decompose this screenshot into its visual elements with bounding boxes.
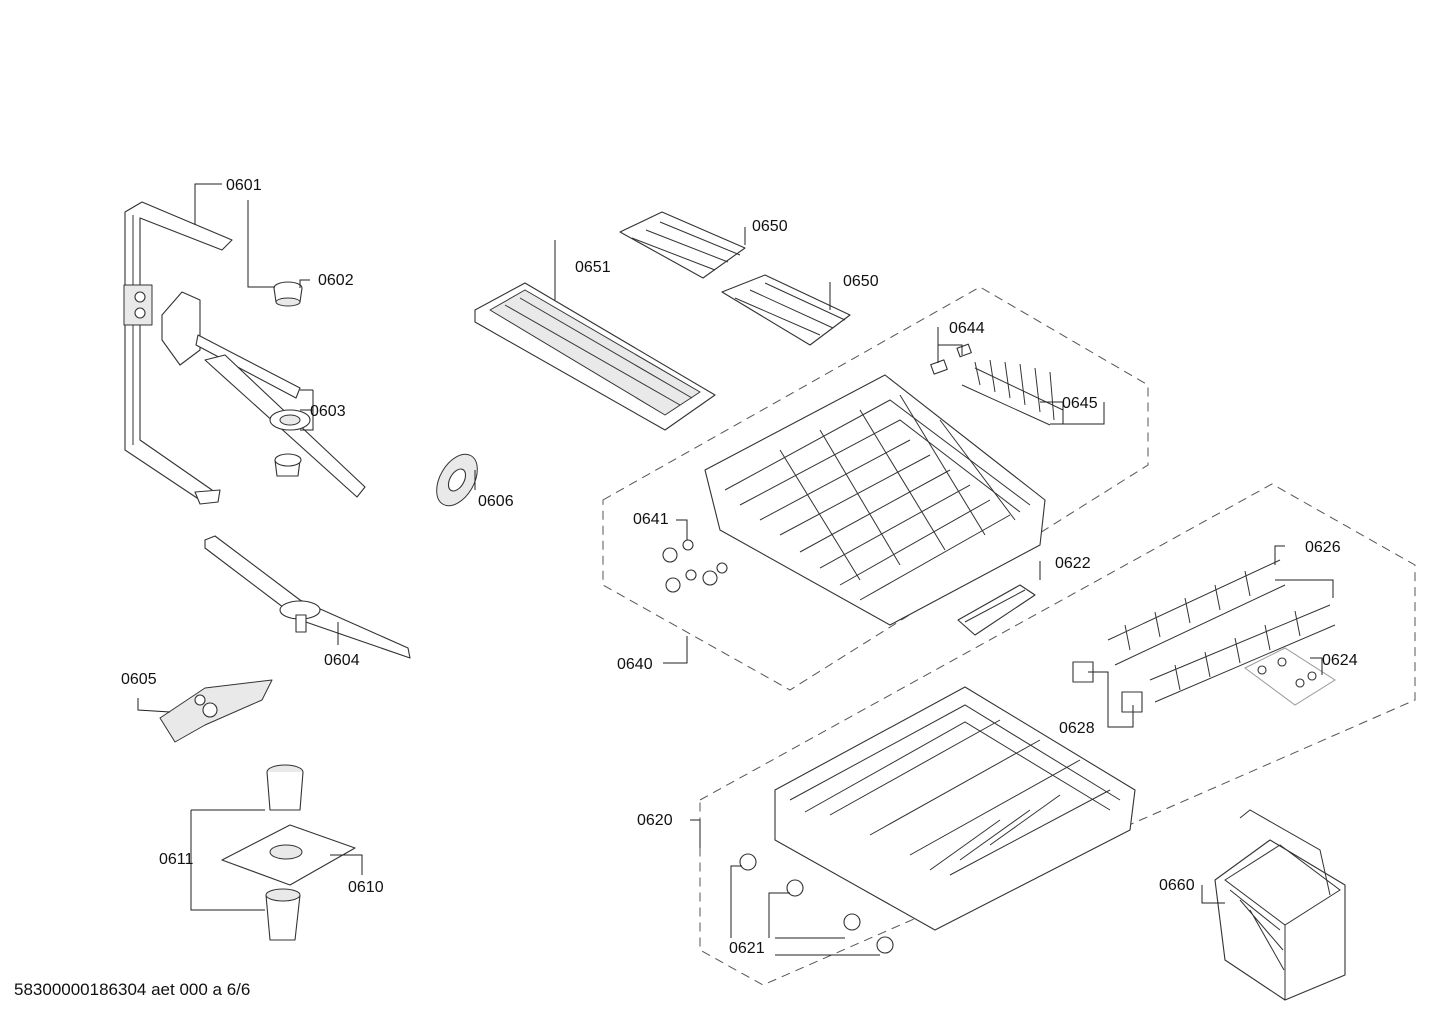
cover-disc-part[interactable] — [428, 447, 485, 512]
part-labels: 0601 0602 0603 0604 0605 0606 0611 0610 … — [121, 177, 1358, 957]
knife-rack-part-2[interactable] — [721, 274, 851, 346]
label-0610[interactable]: 0610 — [348, 879, 384, 896]
cutlery-tray-part[interactable] — [474, 282, 716, 431]
roller-part-0621[interactable] — [739, 853, 894, 954]
label-0606[interactable]: 0606 — [478, 493, 514, 510]
label-0640[interactable]: 0640 — [617, 656, 653, 673]
label-0650-lower[interactable]: 0650 — [843, 273, 879, 290]
label-0624[interactable]: 0624 — [1322, 652, 1358, 669]
upper-spray-arm-part[interactable] — [161, 291, 366, 498]
label-0621[interactable]: 0621 — [729, 940, 765, 957]
leader-lines — [137, 183, 1334, 956]
label-0620[interactable]: 0620 — [637, 812, 673, 829]
label-0660[interactable]: 0660 — [1159, 877, 1195, 894]
clip-part-0624[interactable] — [1244, 647, 1336, 706]
label-0626[interactable]: 0626 — [1305, 539, 1341, 556]
label-0611[interactable]: 0611 — [159, 851, 194, 868]
label-0644[interactable]: 0644 — [949, 320, 985, 337]
micro-filter-part[interactable] — [159, 679, 273, 743]
label-0601[interactable]: 0601 — [226, 177, 262, 194]
label-0604[interactable]: 0604 — [324, 652, 360, 669]
clip-part-0644[interactable] — [930, 343, 972, 375]
label-0602[interactable]: 0602 — [318, 272, 354, 289]
roller-part-0641[interactable] — [662, 539, 728, 593]
handle-part-0622[interactable] — [957, 584, 1036, 636]
label-0605[interactable]: 0605 — [121, 671, 157, 688]
upper-basket-part[interactable] — [704, 374, 1046, 626]
label-0622[interactable]: 0622 — [1055, 555, 1091, 572]
filter-combination-part[interactable] — [221, 764, 356, 941]
label-0650-upper[interactable]: 0650 — [752, 218, 788, 235]
spray-supply-pipe-part[interactable] — [123, 201, 233, 505]
nozzle-part-0602[interactable] — [273, 281, 303, 307]
lower-spray-arm-part[interactable] — [204, 535, 411, 659]
cutlery-basket-part[interactable] — [1214, 809, 1346, 1001]
label-0603[interactable]: 0603 — [310, 403, 346, 420]
lower-basket-part[interactable] — [774, 686, 1136, 931]
holder-part-0628[interactable] — [1072, 661, 1143, 713]
folding-rack-part-0645[interactable] — [961, 359, 1064, 426]
label-0628[interactable]: 0628 — [1059, 720, 1095, 737]
upper-basket-group-outline — [602, 286, 1149, 691]
lower-basket-group-outline — [699, 483, 1416, 986]
knife-rack-part-1[interactable] — [619, 211, 746, 279]
label-0645[interactable]: 0645 — [1062, 395, 1098, 412]
plate-rack-part-0626[interactable] — [1107, 559, 1336, 703]
document-footer-id: 58300000186304 aet 000 a 6/6 — [14, 980, 251, 999]
label-0641[interactable]: 0641 — [633, 511, 669, 528]
label-0651[interactable]: 0651 — [575, 259, 611, 276]
